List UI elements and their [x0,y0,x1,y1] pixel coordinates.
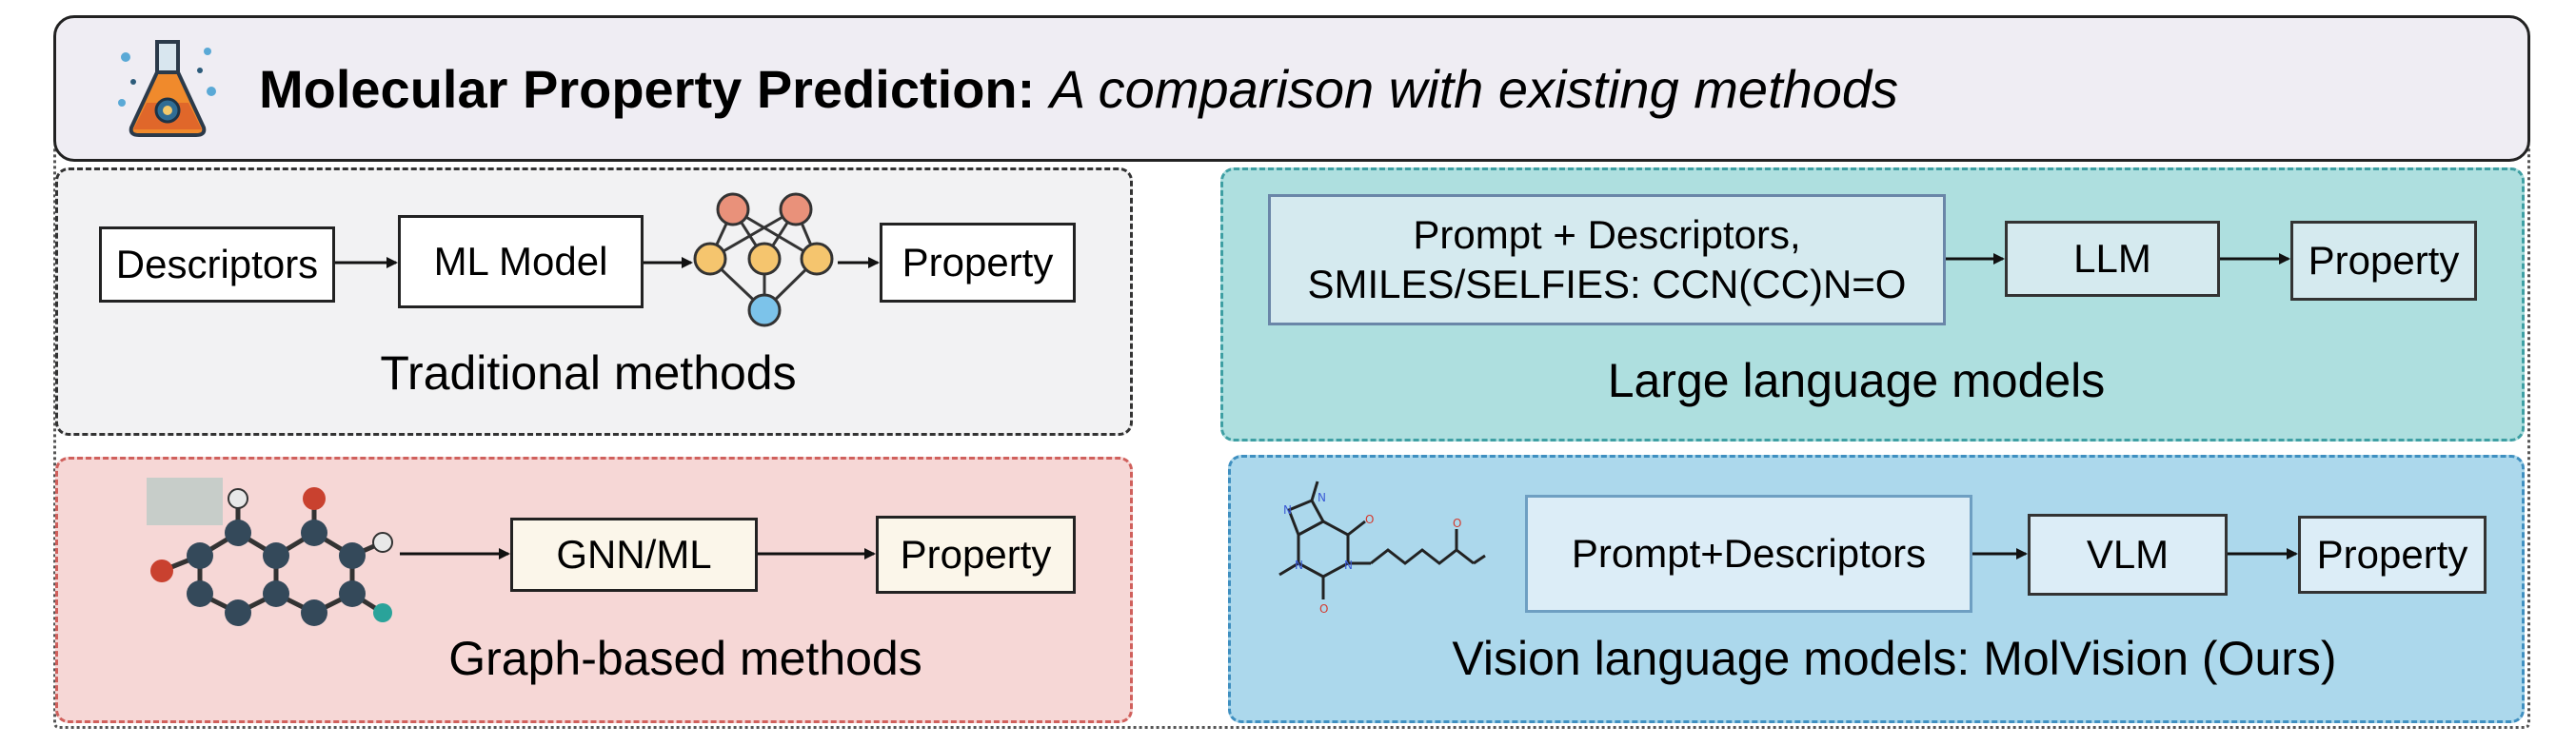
llm-caption: Large language models [1607,354,2106,407]
molecule-structure-icon: N N N N O O O [1270,476,1489,618]
title-italic: A comparison with existing methods [1049,59,1899,119]
property-box-llm: Property [2290,221,2477,301]
property-box-traditional: Property [880,223,1076,303]
vlm-input-box: Prompt+Descriptors [1525,495,1972,613]
llm-model-box: LLM [2005,221,2220,297]
traditional-caption: Traditional methods [380,346,797,400]
descriptors-box: Descriptors [99,226,335,303]
llm-input-box: Prompt + Descriptors, SMILES/SELFIES: CC… [1268,194,1946,325]
flask-icon [112,36,223,141]
svg-text:N: N [1344,559,1353,572]
graph-caption: Graph-based methods [448,632,922,685]
svg-text:N: N [1318,491,1326,504]
header-banner [53,15,2530,162]
property-box-vlm: Property [2298,516,2487,594]
gnn-ml-box: GNN/ML [510,518,758,592]
page-title: Molecular Property Prediction: A compari… [259,57,1898,122]
svg-text:N: N [1283,503,1292,517]
llm-input-line1: Prompt + Descriptors, [1413,212,1801,257]
ml-model-box: ML Model [398,215,644,308]
neural-network-icon [693,190,836,333]
vlm-model-box: VLM [2028,514,2228,596]
title-bold: Molecular Property Prediction: [259,59,1036,119]
molecule-graph-icon [133,470,400,632]
svg-text:O: O [1453,517,1461,530]
svg-text:N: N [1295,559,1303,572]
vlm-caption: Vision language models: MolVision (Ours) [1452,632,2337,685]
property-box-graph: Property [876,516,1076,594]
svg-text:O: O [1365,513,1374,526]
svg-text:O: O [1319,602,1328,616]
llm-input-line2: SMILES/SELFIES: CCN(CC)N=O [1307,262,1907,306]
